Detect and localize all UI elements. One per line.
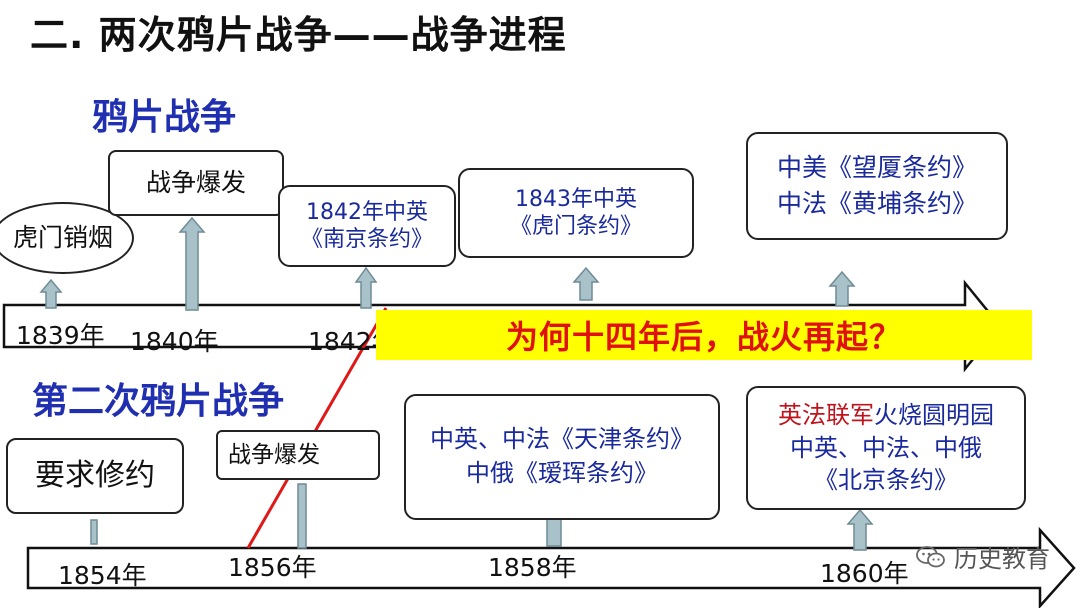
first-war-title: 鸦片战争 (92, 97, 237, 138)
event-humen-treaty: 1843年中英 《虎门条约》 (458, 168, 694, 258)
watermark-text: 历史教育 (954, 545, 1050, 573)
event-line3: 《北京条约》 (814, 466, 958, 495)
event-line1: 1842年中英 (306, 199, 428, 225)
event-line2: 中法《黄埔条约》 (776, 189, 977, 218)
event-label: 要求修约 (35, 458, 155, 494)
event-war-outbreak-1: 战争爆发 (108, 150, 284, 216)
event-line1-rest: 火烧圆明园 (874, 401, 994, 430)
year-label: 1856年 (228, 553, 317, 582)
event-line1: 1843年中英 (515, 186, 637, 212)
up-arrow-1856 (297, 483, 307, 549)
event-label: 战争爆发 (145, 168, 246, 198)
up-arrow-1839 (39, 278, 63, 309)
event-line2: 中俄《瑷珲条约》 (466, 459, 658, 487)
event-line1: 中美《望厦条约》 (776, 152, 977, 182)
event-line2: 《南京条约》 (300, 227, 433, 252)
event-line1: 中英、中法《天津条约》 (430, 425, 694, 454)
event-war-outbreak-2: 战争爆发 (216, 430, 380, 480)
event-beijing-treaty: 英法联军火烧圆明园 中英、中法、中俄 《北京条约》 (746, 386, 1026, 510)
event-demand-revision: 要求修约 (6, 438, 184, 514)
event-line2: 《虎门条约》 (509, 214, 642, 239)
up-arrow-1842 (354, 266, 378, 309)
up-arrow-1843 (572, 266, 600, 301)
question-banner: 为何十四年后，战火再起？ (376, 310, 1032, 360)
year-label: 1840年 (130, 327, 219, 356)
watermark: 历史教育 (916, 539, 1050, 574)
red-connector-line (246, 307, 388, 549)
highlight-allied-forces: 英法联军 (778, 401, 874, 430)
event-line1: 英法联军火烧圆明园 (778, 399, 994, 431)
event-nanjing-treaty: 1842年中英 《南京条约》 (278, 185, 456, 267)
event-label: 虎门销烟 (12, 223, 113, 253)
up-arrow-1844 (828, 270, 856, 307)
year-label: 1858年 (488, 553, 577, 582)
year-label: 1860年 (820, 559, 909, 588)
event-wangxia-huangpu-treaties: 中美《望厦条约》 中法《黄埔条约》 (746, 132, 1008, 240)
second-war-title: 第二次鸦片战争 (32, 381, 285, 422)
timeline-arrow-2 (26, 526, 1076, 608)
event-tianjin-aigun-treaties: 中英、中法《天津条约》 中俄《瑷珲条约》 (404, 394, 720, 520)
up-arrow-1854 (90, 519, 98, 545)
year-label: 1854年 (58, 561, 147, 590)
page-title: 二. 两次鸦片战争——战争进程 (30, 13, 567, 57)
up-arrow-1860 (846, 508, 874, 551)
wechat-icon (916, 545, 946, 569)
event-line2: 中英、中法、中俄 (790, 433, 982, 462)
up-arrow-1840 (178, 216, 206, 311)
year-label: 1839年 (16, 321, 105, 350)
event-label: 战争爆发 (228, 441, 320, 468)
